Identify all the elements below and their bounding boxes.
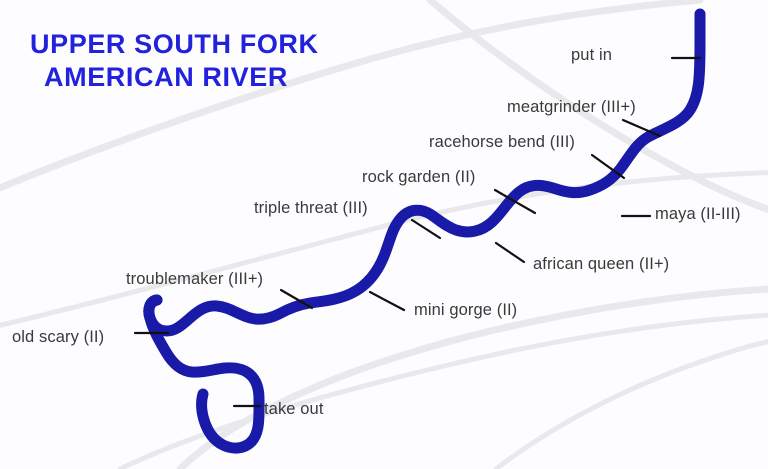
leader-line-meatgrinder <box>621 118 662 138</box>
rapid-label-rock-garden[interactable]: rock garden (II) <box>362 168 476 186</box>
watermark-curve <box>0 0 704 192</box>
river-segment-1 <box>143 8 706 337</box>
rapid-label-maya[interactable]: maya (II-III) <box>655 205 741 223</box>
leader-line-troublemaker <box>279 288 314 310</box>
watermark-curve <box>426 0 768 214</box>
rapid-label-take-out[interactable]: take out <box>264 400 324 418</box>
watermark-curve <box>493 339 768 469</box>
rapid-label-mini-gorge[interactable]: mini gorge (II) <box>414 301 518 319</box>
rapid-label-african-queen[interactable]: african queen (II+) <box>533 255 670 273</box>
rapid-label-triple-threat[interactable]: triple threat (III) <box>254 199 368 217</box>
leader-line-triple-threat <box>410 218 442 240</box>
river-course <box>143 8 706 454</box>
river-segment-2 <box>143 294 265 454</box>
label-leader-lines <box>133 56 702 408</box>
rapid-label-old-scary[interactable]: old scary (II) <box>12 328 105 346</box>
rapid-label-racehorse-bend[interactable]: racehorse bend (III) <box>429 133 575 151</box>
leader-line-mini-gorge <box>368 290 406 312</box>
rapid-label-put-in[interactable]: put in <box>571 46 612 64</box>
rapid-label-meatgrinder[interactable]: meatgrinder (III+) <box>507 98 636 116</box>
leader-line-racehorse-bend <box>590 153 626 180</box>
rapid-label-troublemaker[interactable]: troublemaker (III+) <box>126 270 264 288</box>
leader-line-rock-garden <box>493 188 537 215</box>
leader-line-african-queen <box>494 241 526 264</box>
